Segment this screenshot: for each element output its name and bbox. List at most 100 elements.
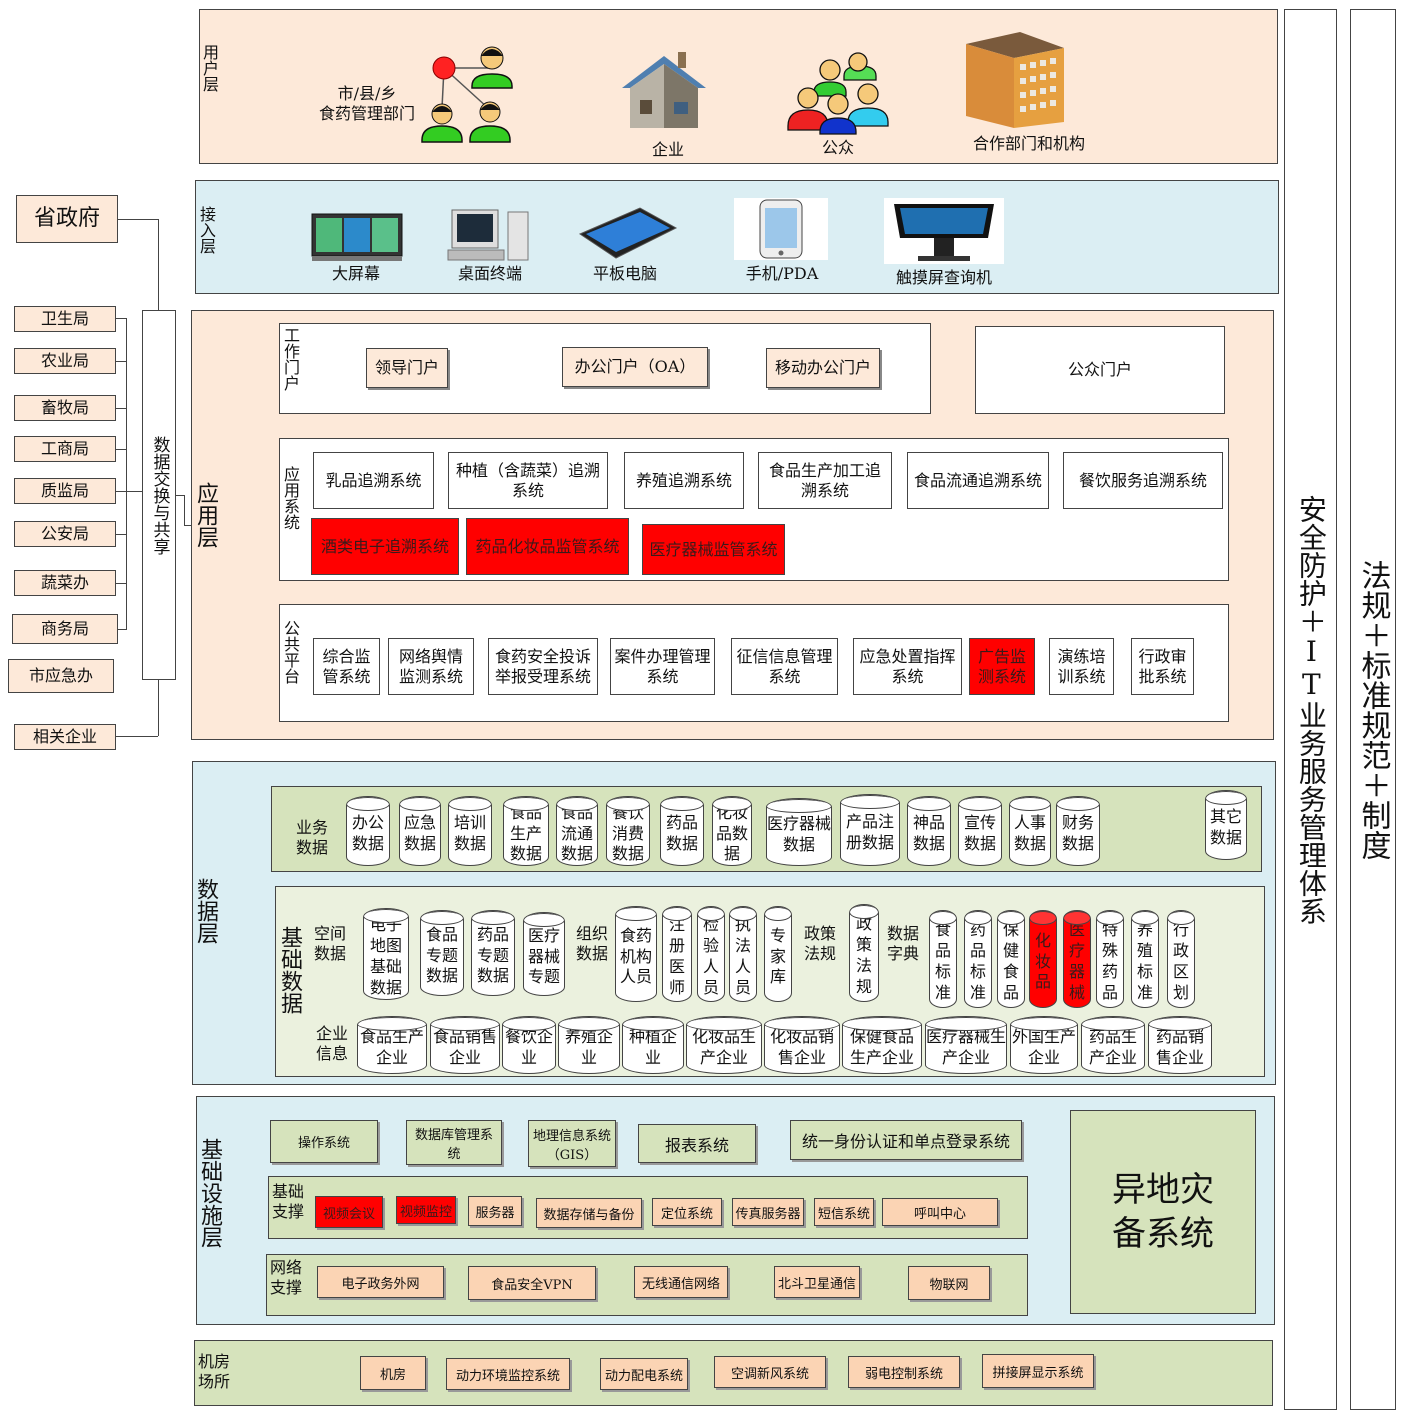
- beidou-satellite[interactable]: 北斗卫星通信: [774, 1266, 860, 1298]
- data-cylinder: 食品生产数据: [503, 796, 549, 866]
- iot-network[interactable]: 物联网: [908, 1266, 990, 1300]
- video-conference[interactable]: 视频会议: [315, 1196, 383, 1228]
- egov-network[interactable]: 电子政务外网: [317, 1266, 444, 1298]
- work-portal-label: 工作门户: [281, 327, 300, 391]
- food-production-trace-system[interactable]: 食品生产加工追溯系统: [758, 452, 892, 509]
- planting-trace-system[interactable]: 种植（含蔬菜）追溯系统: [448, 452, 608, 509]
- sms-system[interactable]: 短信系统: [814, 1198, 874, 1226]
- call-center[interactable]: 呼叫中心: [882, 1198, 998, 1226]
- data-cylinder: 专家库: [764, 906, 792, 1002]
- ad-monitoring-system[interactable]: 广告监测系统: [969, 638, 1035, 695]
- gis-system[interactable]: 地理信息系统（GIS）: [528, 1120, 616, 1167]
- emergency-command-system[interactable]: 应急处置指挥系统: [853, 638, 962, 695]
- breeding-trace-system[interactable]: 养殖追溯系统: [624, 452, 744, 509]
- data-cylinder: 化妆品数据: [712, 796, 752, 866]
- medical-device-system[interactable]: 医疗器械监管系统: [642, 524, 785, 575]
- connector-line: [116, 491, 142, 492]
- positioning-system[interactable]: 定位系统: [652, 1198, 722, 1226]
- low-voltage-control[interactable]: 弱电控制系统: [848, 1356, 960, 1388]
- hvac-system[interactable]: 空调新风系统: [714, 1356, 826, 1388]
- security-it-service-bar: 安全防护＋IT业务服务管理体系: [1284, 9, 1337, 1410]
- bureau-commerce-industry: 工商局: [14, 436, 116, 462]
- data-cylinder: 养殖标准: [1131, 910, 1159, 1008]
- data-cylinder: 人事数据: [1009, 796, 1051, 866]
- connector-line: [116, 534, 126, 535]
- data-cylinder: 化妆品销售企业: [764, 1016, 840, 1074]
- complaint-report-system[interactable]: 食药安全投诉举报受理系统: [488, 638, 598, 695]
- food-circulation-trace-system[interactable]: 食品流通追溯系统: [907, 452, 1049, 509]
- database-system[interactable]: 数据库管理系统: [406, 1120, 502, 1165]
- power-env-monitor[interactable]: 动力环境监控系统: [446, 1358, 570, 1390]
- kiosk-icon: [884, 198, 1004, 264]
- bureau-livestock: 畜牧局: [14, 395, 116, 421]
- public-opinion-system[interactable]: 网络舆情监测系统: [388, 638, 474, 695]
- power-distribution[interactable]: 动力配电系统: [600, 1358, 688, 1390]
- video-surveillance[interactable]: 视频监控: [396, 1196, 456, 1224]
- data-cylinder: 保健食品生产企业: [842, 1016, 922, 1074]
- data-cylinder: 电子地图基础数据: [363, 908, 409, 1000]
- connector-line: [118, 219, 158, 220]
- spatial-data-label: 空间数据: [313, 924, 346, 963]
- connector-line: [158, 680, 159, 736]
- mobile-office-portal[interactable]: 移动办公门户: [766, 348, 880, 388]
- data-cylinder: 医疗器械生产企业: [925, 1016, 1007, 1074]
- data-cylinder: 药品专题数据: [471, 910, 515, 996]
- bureau-business: 商务局: [12, 614, 118, 644]
- access-layer-label: 接入层: [197, 206, 216, 254]
- data-cylinder: 培训数据: [448, 796, 492, 866]
- data-cylinder: 食品销售企业: [430, 1016, 500, 1074]
- device-phone-label: 手机/PDA: [745, 264, 819, 283]
- disaster-recovery-system[interactable]: 异地灾备系统: [1070, 1110, 1256, 1314]
- tablet-icon: [578, 207, 678, 259]
- data-cylinder: 养殖企业: [558, 1016, 620, 1074]
- splice-screen-display[interactable]: 拼接屏显示系统: [982, 1354, 1094, 1388]
- data-cylinder: 药品标准: [964, 910, 992, 1008]
- fax-server[interactable]: 传真服务器: [732, 1198, 804, 1226]
- admin-approval-system[interactable]: 行政审批系统: [1131, 638, 1194, 695]
- wireless-network[interactable]: 无线通信网络: [634, 1266, 728, 1298]
- user-layer: [199, 9, 1278, 164]
- drill-training-system[interactable]: 演练培训系统: [1049, 638, 1114, 695]
- data-cylinder: 医疗器械: [1063, 910, 1091, 1008]
- admin-network-icon: [421, 46, 513, 143]
- data-cylinder: 医疗器械专题: [523, 912, 565, 996]
- app-systems-label: 应用系统: [281, 466, 300, 530]
- machine-room[interactable]: 机房: [360, 1356, 426, 1390]
- user-enterprise-label: 企业: [651, 140, 684, 159]
- liquor-trace-system[interactable]: 酒类电子追溯系统: [311, 518, 459, 575]
- connector-line: [116, 583, 126, 584]
- drug-cosmetic-system[interactable]: 药品化妆品监管系统: [466, 518, 629, 575]
- server[interactable]: 服务器: [468, 1196, 522, 1226]
- user-partner-label: 合作部门和机构: [972, 134, 1085, 153]
- public-portal[interactable]: 公众门户: [975, 326, 1225, 414]
- dairy-trace-system[interactable]: 乳品追溯系统: [313, 452, 434, 509]
- operating-system[interactable]: 操作系统: [270, 1120, 378, 1163]
- bureau-agriculture: 农业局: [14, 348, 116, 374]
- sso-system[interactable]: 统一身份认证和单点登录系统: [790, 1120, 1022, 1160]
- credit-info-system[interactable]: 征信信息管理系统: [731, 638, 838, 695]
- connector-line: [126, 318, 127, 630]
- storage-backup[interactable]: 数据存储与备份: [536, 1198, 642, 1228]
- catering-trace-system[interactable]: 餐饮服务追溯系统: [1063, 452, 1223, 509]
- data-cylinder: 政策法规: [849, 904, 879, 1002]
- data-cylinder: 应急数据: [399, 796, 441, 866]
- report-system[interactable]: 报表系统: [638, 1124, 756, 1163]
- data-cylinder: 检验人员: [697, 906, 725, 1002]
- data-cylinder: 化妆品生产企业: [686, 1016, 762, 1074]
- comprehensive-supervision-system[interactable]: 综合监管系统: [313, 638, 380, 695]
- connector-line: [116, 736, 158, 737]
- org-data-label: 组织数据: [575, 924, 608, 963]
- data-layer-label: 数据层: [193, 878, 218, 944]
- big-screen-icon: [311, 213, 403, 261]
- office-portal[interactable]: 办公门户（OA）: [562, 347, 708, 387]
- connector-line: [118, 629, 126, 630]
- case-management-system[interactable]: 案件办理管理系统: [610, 638, 715, 695]
- food-safety-vpn[interactable]: 食品安全VPN: [468, 1266, 596, 1300]
- infrastructure-layer-label: 基础设施层: [197, 1138, 222, 1248]
- leader-portal[interactable]: 领导门户: [366, 348, 448, 388]
- data-cylinder: 餐饮消费数据: [606, 796, 650, 866]
- basic-data-label: 基础数据: [277, 926, 302, 1014]
- device-desktop-label: 桌面终端: [457, 264, 522, 283]
- device-tablet-label: 平板电脑: [592, 264, 657, 283]
- data-cylinder: 产品注册数据: [840, 794, 900, 866]
